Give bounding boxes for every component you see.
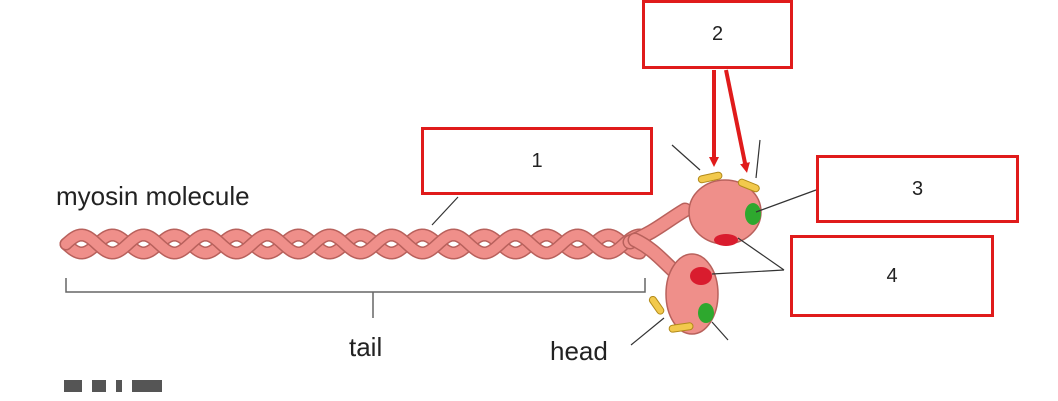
- actin-binding-site-upper: [714, 234, 738, 246]
- leader-line-box4-lower: [711, 269, 785, 275]
- cropped-text-fragment: [64, 380, 162, 392]
- atp-binding-site-upper: [745, 203, 761, 225]
- light-chains: [648, 171, 760, 333]
- head-label: head: [550, 336, 608, 366]
- answer-box-4[interactable]: 4: [790, 235, 994, 317]
- leader-line-box3: [755, 189, 817, 213]
- leader-line-box4-upper: [737, 237, 785, 271]
- leader-line-bottom-right: [711, 321, 729, 341]
- myosin-head-upper: [688, 179, 762, 246]
- answer-box-2[interactable]: 2: [642, 0, 793, 69]
- leader-line-box1: [431, 196, 459, 226]
- atp-binding-site-lower: [698, 303, 714, 323]
- myosin-tail-helix: [59, 228, 647, 260]
- molecule-label: myosin molecule: [56, 181, 250, 211]
- actin-binding-site-lower: [690, 267, 712, 285]
- arrow-to-right-light-chain: [724, 69, 750, 173]
- leader-line-head: [630, 317, 665, 346]
- myosin-head-lower: [665, 253, 719, 335]
- answer-box-3[interactable]: 3: [816, 155, 1019, 223]
- leader-line-top-left: [671, 144, 701, 171]
- answer-box-1[interactable]: 1: [421, 127, 653, 195]
- leader-lines: [431, 139, 817, 346]
- tail-bracket: [65, 278, 646, 318]
- tail-strand-b: [61, 229, 645, 259]
- box2-arrows: [709, 69, 750, 173]
- tail-label: tail: [349, 332, 383, 362]
- leader-line-top-right: [755, 139, 761, 179]
